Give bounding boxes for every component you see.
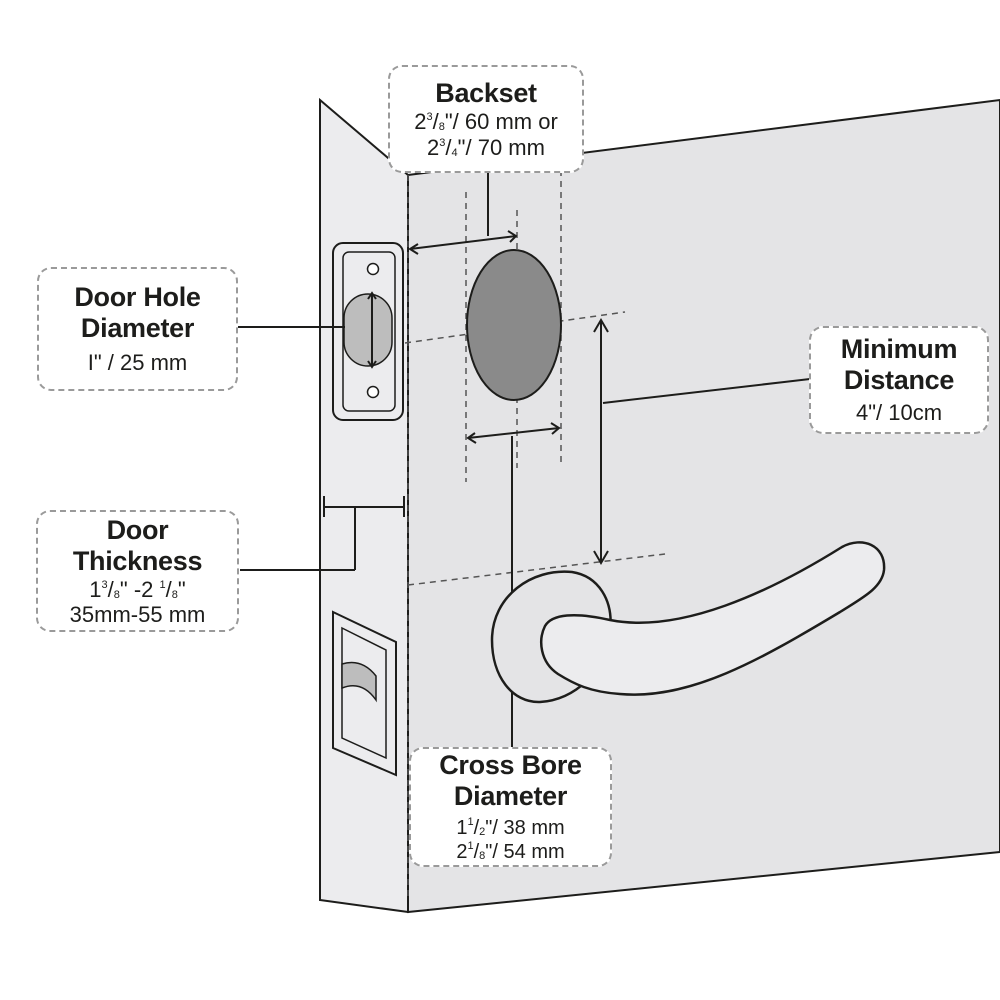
strike-plate	[332, 610, 397, 777]
lever	[540, 541, 886, 696]
cross-bore-value-2: 21/8"/ 54 mm	[456, 840, 565, 864]
door-hole-value: I" / 25 mm	[87, 350, 188, 376]
minimum-distance-dimension	[593, 318, 811, 565]
screw-hole-top	[366, 262, 380, 276]
screw-hole-bottom	[366, 385, 380, 399]
backset-title: Backset	[435, 78, 537, 109]
door-thickness-mm: 35mm-55 mm	[69, 602, 206, 628]
minimum-distance-callout: Minimum Distance 4"/ 10cm	[809, 326, 989, 434]
door-hole	[343, 293, 393, 367]
thickness-bracket	[240, 496, 405, 571]
door-hole-title-2: Diameter	[80, 313, 195, 344]
door-thickness-range: 13/8" -2 1/8"	[89, 576, 186, 602]
cross-bore-title-2: Diameter	[453, 781, 568, 811]
minimum-distance-title-1: Minimum	[840, 334, 958, 365]
cross-bore-hole	[466, 249, 562, 401]
door-hole-callout: Door Hole Diameter I" / 25 mm	[37, 267, 238, 391]
door-thickness-title-2: Thickness	[72, 545, 203, 576]
backset-value-inches: 23/8"/ 60 mm or	[414, 109, 558, 135]
cross-bore-title-1: Cross Bore	[439, 749, 582, 780]
cross-bore-callout: Cross Bore Diameter 11/2"/ 38 mm 21/8"/ …	[409, 747, 612, 867]
lever-handle	[490, 541, 886, 704]
door-hole-title-1: Door Hole	[74, 282, 201, 313]
minimum-distance-title-2: Distance	[843, 365, 955, 396]
door-thickness-title-1: Door	[106, 514, 169, 545]
cross-bore-value-1: 11/2"/ 38 mm	[456, 816, 565, 840]
backset-callout: Backset 23/8"/ 60 mm or 23/4"/ 70 mm	[388, 65, 584, 173]
door-thickness-callout: Door Thickness 13/8" -2 1/8" 35mm-55 mm	[36, 510, 239, 632]
backset-dimension	[408, 172, 518, 255]
backset-value-mm: 23/4"/ 70 mm	[427, 134, 545, 160]
minimum-distance-value: 4"/ 10cm	[855, 400, 943, 426]
latch-faceplate	[332, 242, 404, 421]
